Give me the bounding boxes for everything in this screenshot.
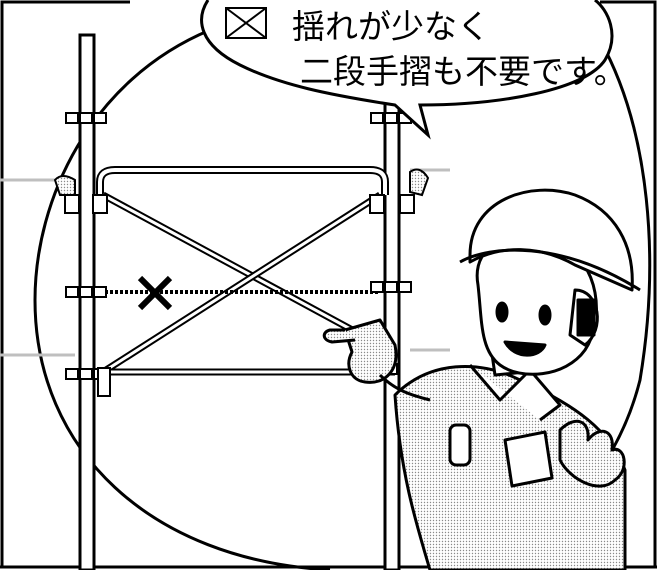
top-handrail xyxy=(96,166,389,195)
side-connectors xyxy=(53,168,430,197)
pointing-hand xyxy=(343,318,398,384)
caption-line-1: 揺れが少なく xyxy=(292,7,490,46)
worker-eye-left xyxy=(495,301,509,323)
jacket-pocket xyxy=(503,430,554,488)
chest-badge xyxy=(448,423,472,467)
x-mark-icon xyxy=(137,275,173,311)
worker-mouth xyxy=(503,340,547,357)
open-hand xyxy=(558,419,626,488)
worker-eye-right xyxy=(538,304,552,326)
left-post xyxy=(78,33,96,570)
crossed-box-icon xyxy=(225,7,267,39)
worker-character xyxy=(322,188,641,570)
caption-line-2: 二段手摺も不要です。 xyxy=(300,52,627,91)
post-clamps xyxy=(64,112,415,397)
speech-bubble xyxy=(200,0,614,140)
cross-braces xyxy=(101,191,382,375)
